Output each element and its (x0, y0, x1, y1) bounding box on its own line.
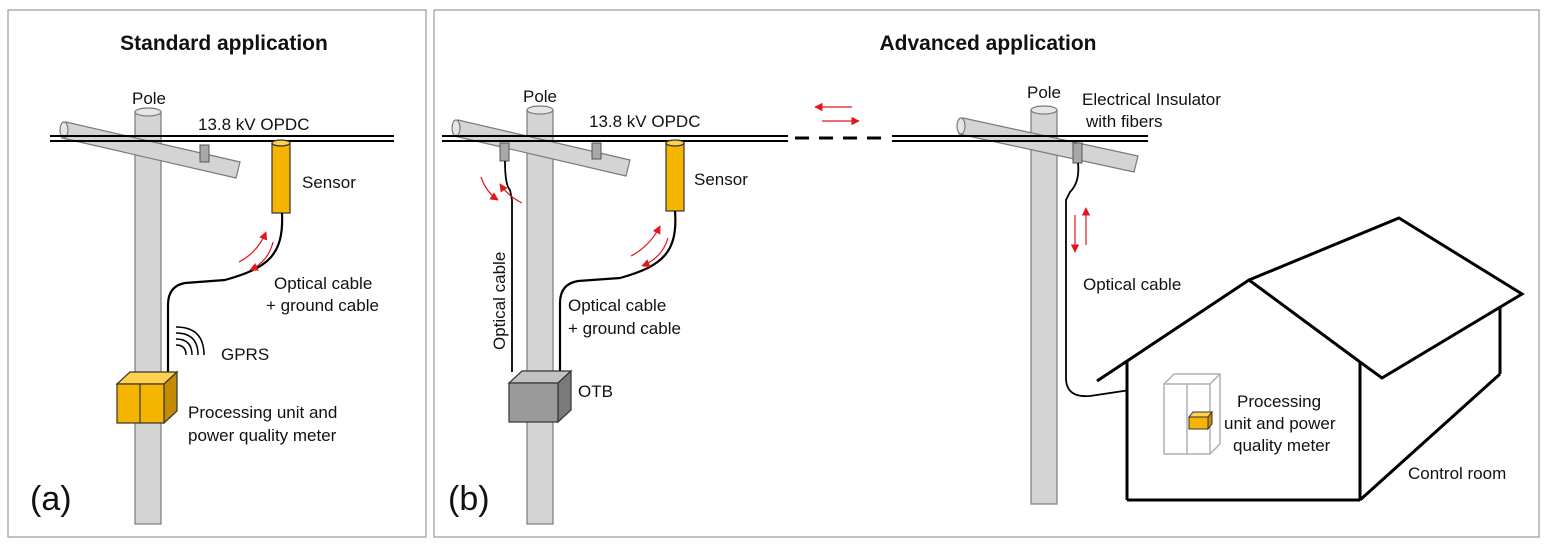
fiber-insulator-b-left (499, 142, 510, 162)
gprs-label: GPRS (221, 345, 269, 364)
cable-a-label-1: Optical cable (274, 274, 372, 293)
pole-b-right-label: Pole (1027, 83, 1061, 102)
otb-box (507, 369, 573, 424)
crossarm-a-end (59, 121, 69, 139)
sensor-a (271, 142, 291, 214)
insulator-label-2: with fibers (1085, 112, 1163, 131)
processing-unit-a (115, 370, 179, 425)
insulator-b-left (591, 142, 602, 160)
pole-b-right-top (1030, 105, 1058, 115)
gprs-wave-2 (175, 338, 193, 356)
unit-b-label-2: unit and power (1224, 414, 1336, 433)
panel-a-tag: (a) (30, 480, 72, 518)
gprs-wave-4 (175, 326, 205, 356)
insulator-label-1: Electrical Insulator (1082, 90, 1221, 109)
panel-b: Advanced application Pole 13.8 kV OPDC S… (433, 9, 1540, 538)
sensor-b-label: Sensor (694, 170, 748, 189)
unit-b-label-3: quality meter (1233, 436, 1331, 455)
sensor-b (665, 142, 685, 212)
panel-a-title: Standard application (120, 32, 328, 55)
gprs-wave-3 (175, 332, 199, 356)
gprs-wave-1 (175, 344, 187, 356)
signal-arrow-b-left-2 (499, 183, 523, 204)
unit-a-label-2: power quality meter (188, 426, 337, 445)
sensor-a-label: Sensor (302, 173, 356, 192)
signal-arrow-b-sensor-up (630, 225, 661, 257)
pole-b-left-top (526, 105, 554, 115)
pole-a-top (134, 107, 162, 117)
signal-arrow-b-left-1 (480, 176, 499, 201)
panel-b-border (433, 9, 1540, 538)
unit-b-label-1: Processing (1237, 392, 1321, 411)
cable-a-label-2: + ground cable (266, 296, 379, 315)
panel-b-tag: (b) (448, 480, 490, 518)
panel-b-title: Advanced application (879, 32, 1096, 55)
fiber-insulator-b-right (1072, 142, 1083, 164)
cable-a (166, 212, 284, 380)
pole-a-label: Pole (132, 89, 166, 108)
sensor-b-top (665, 139, 685, 147)
signal-arrow-a-down (249, 241, 274, 271)
cable-b-label-2: + ground cable (568, 319, 681, 338)
control-room-label: Control room (1408, 464, 1506, 483)
control-room (1096, 216, 1525, 502)
crossarm-b-right-end (956, 117, 966, 135)
line-a-label: 13.8 kV OPDC (198, 115, 310, 134)
pole-b-left-label: Pole (523, 87, 557, 106)
cable-b-label-1: Optical cable (568, 296, 666, 315)
insulator-a (199, 144, 210, 163)
signal-arrow-b-sensor-down (641, 237, 669, 268)
otb-label: OTB (578, 382, 613, 401)
signal-arrow-a-up (238, 231, 268, 263)
processing-unit-b (1187, 410, 1214, 431)
crossarm-b-left-end (451, 119, 461, 137)
pole-a (134, 111, 162, 525)
optical-cable-right-label: Optical cable (1083, 275, 1181, 294)
sensor-a-top (271, 139, 291, 147)
panel-a-border (7, 9, 427, 538)
pole-b-left (526, 109, 554, 525)
cable-b-sensor (558, 210, 677, 372)
pole-b-right (1030, 109, 1058, 505)
line-b-label: 13.8 kV OPDC (589, 112, 701, 131)
optical-cable-vertical-label: Optical cable (490, 252, 509, 350)
unit-a-label-1: Processing unit and (188, 403, 337, 422)
panel-a: Standard application Pole 13.8 kV OPDC S… (7, 9, 427, 538)
